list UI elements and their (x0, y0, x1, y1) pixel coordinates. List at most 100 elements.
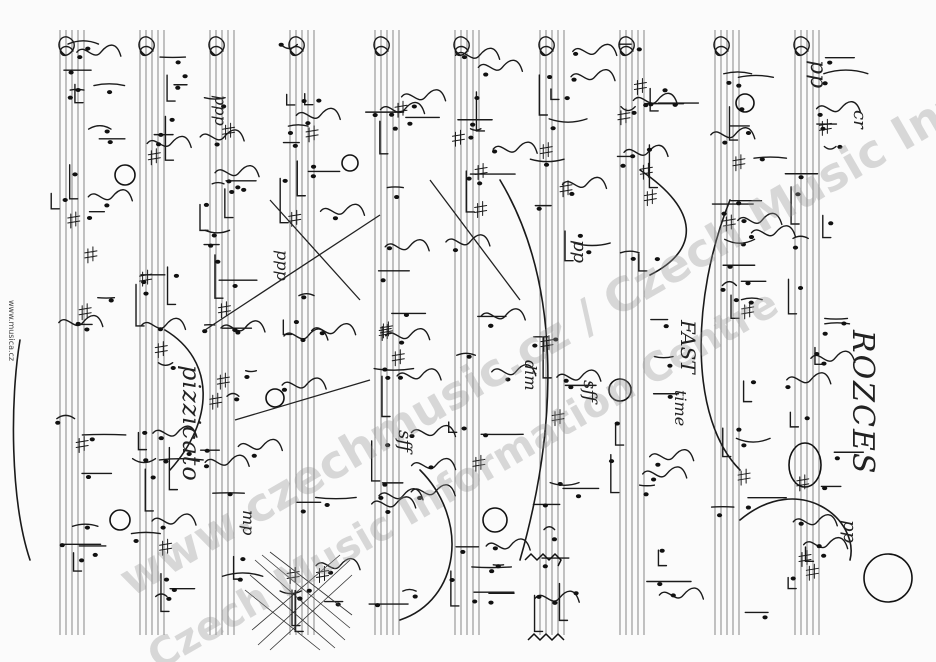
pen-stroke (304, 93, 314, 106)
notehead (278, 42, 284, 47)
notehead (790, 576, 796, 581)
notehead (646, 147, 653, 152)
notehead (748, 300, 754, 305)
notehead (327, 570, 334, 575)
accidental (67, 211, 81, 229)
notehead (417, 496, 423, 501)
pen-stroke (548, 118, 588, 123)
notehead (214, 142, 220, 147)
notehead (166, 596, 172, 601)
notehead (157, 327, 164, 332)
notehead (798, 521, 804, 526)
notehead (211, 233, 217, 238)
notehead (797, 286, 804, 291)
pen-stroke (823, 69, 869, 75)
notehead (235, 330, 241, 335)
notehead (785, 385, 791, 390)
clef-sign (618, 36, 635, 57)
accidental (78, 303, 92, 321)
pen-stroke (131, 457, 157, 464)
notehead (745, 281, 751, 286)
pen-stroke (381, 375, 391, 418)
notehead (300, 338, 306, 343)
pen-stroke (160, 573, 170, 613)
notehead (169, 117, 175, 122)
pen-stroke (620, 105, 636, 112)
pen-stroke (657, 549, 668, 567)
pen-stroke (315, 557, 361, 571)
pen-stroke (211, 181, 225, 185)
notehead (86, 215, 93, 220)
notehead (662, 88, 668, 93)
notehead (389, 112, 395, 117)
pen-stroke (384, 328, 431, 341)
notehead (240, 557, 246, 562)
pen-stroke (721, 280, 738, 287)
notehead (310, 164, 317, 169)
pen-stroke (450, 570, 460, 607)
notehead (657, 582, 663, 587)
direction-fast: FAST (676, 320, 700, 374)
notehead (551, 537, 558, 542)
notehead (170, 366, 176, 371)
notehead (407, 121, 413, 126)
accidental (540, 335, 554, 353)
notehead (727, 264, 733, 269)
notehead (412, 594, 418, 599)
pen-stroke (824, 317, 849, 320)
pen-stroke (214, 254, 224, 299)
notehead (573, 51, 579, 56)
notehead (740, 242, 746, 247)
notehead (186, 451, 192, 456)
pen-stroke (158, 458, 204, 461)
accidental (633, 78, 647, 96)
notehead (380, 278, 386, 283)
pen-stroke (384, 239, 430, 252)
zigzag-tremolo (524, 552, 565, 642)
pen-stroke (564, 230, 574, 262)
accidental (217, 301, 231, 319)
accidental (796, 474, 810, 492)
notehead (203, 202, 210, 207)
notehead (397, 375, 404, 380)
notehead (182, 74, 188, 79)
notehead (68, 70, 74, 75)
notehead (133, 538, 139, 543)
pen-stroke (469, 128, 482, 132)
notehead (104, 129, 110, 134)
pen-stroke (402, 588, 417, 592)
pen-stroke (386, 186, 404, 189)
pen-stroke (802, 536, 849, 550)
notehead (608, 459, 615, 464)
pen-stroke (310, 323, 357, 336)
notehead (251, 453, 257, 458)
clef-sign (373, 36, 390, 57)
notehead (385, 375, 391, 380)
notehead (636, 47, 642, 52)
notehead (841, 321, 847, 326)
pen-stroke (735, 437, 771, 443)
pen-stroke (740, 297, 763, 301)
notehead (452, 248, 459, 253)
notehead (175, 60, 181, 65)
pen-stroke (50, 192, 60, 210)
notehead (385, 443, 391, 448)
pen-stroke (379, 120, 389, 155)
pen-stroke (151, 513, 197, 526)
noteheads (55, 42, 847, 620)
notehead (411, 104, 417, 109)
pen-stroke (653, 355, 674, 359)
pen-stroke (477, 59, 524, 73)
pen-stroke (619, 250, 640, 254)
pen-stroke (750, 225, 797, 238)
direction-pp-c: pp (569, 240, 590, 264)
pen-stroke (723, 238, 756, 244)
notehead (472, 599, 478, 604)
notehead (663, 324, 669, 329)
accidental (643, 189, 657, 207)
pen-stroke (737, 74, 775, 79)
accidental (378, 324, 392, 342)
notehead (306, 588, 312, 593)
notehead (394, 195, 400, 200)
notehead (667, 363, 673, 368)
